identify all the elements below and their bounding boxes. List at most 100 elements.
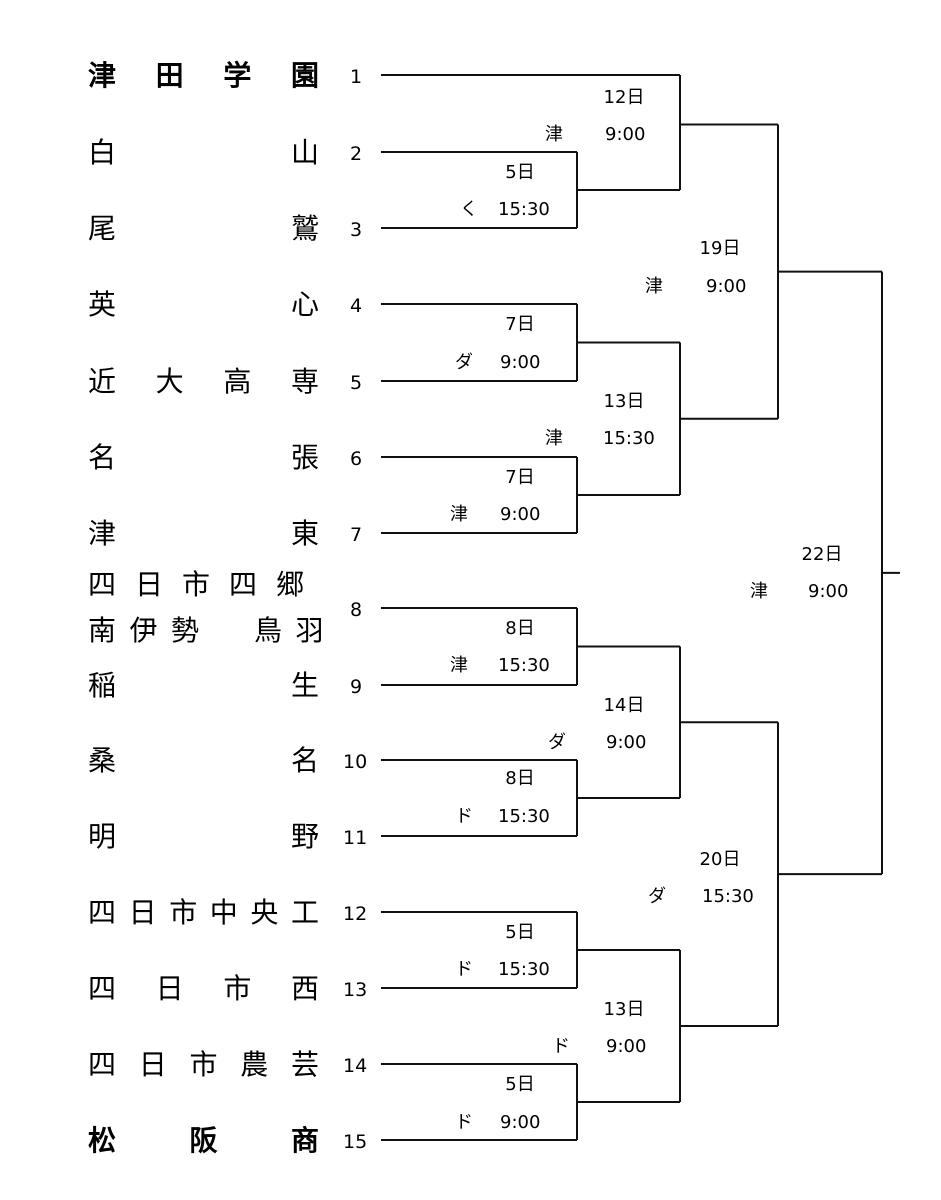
team-name-char: 四	[88, 1048, 116, 1081]
match-day: 14日	[604, 695, 645, 716]
match-venue: ド	[552, 1036, 570, 1057]
match-day: 13日	[604, 391, 645, 412]
match-time: 9:00	[606, 1036, 646, 1057]
seed-number: 13	[343, 979, 367, 1001]
match-time: 15:30	[603, 428, 655, 449]
match-time: 15:30	[498, 199, 550, 220]
team-name-char: 農	[240, 1048, 268, 1081]
team-name-char: 商	[291, 1124, 319, 1157]
match-day: 8日	[505, 768, 534, 789]
match-day: 5日	[505, 922, 534, 943]
team-name-char: 生	[291, 669, 319, 702]
seed-number: 2	[350, 143, 362, 165]
match-time: 15:30	[702, 886, 754, 907]
team-name-char: 津	[88, 517, 116, 550]
team-name-char: 西	[291, 972, 319, 1005]
match-venue: 津	[545, 124, 563, 145]
match-time: 9:00	[808, 581, 848, 602]
team-name-char: 白	[88, 136, 116, 169]
team-name-char: 日	[139, 1048, 167, 1081]
team-name-char: 芸	[291, 1048, 319, 1081]
match-venue: ダ	[548, 732, 566, 753]
team-name-char: 四	[229, 568, 257, 601]
team-name-char: 市	[223, 972, 251, 1005]
seed-number: 3	[350, 219, 362, 241]
match-time: 9:00	[605, 124, 645, 145]
team-name-char: 高	[223, 365, 251, 398]
seed-number: 11	[343, 827, 367, 849]
match-time: 15:30	[498, 959, 550, 980]
match-venue: ド	[455, 1112, 473, 1133]
team-name-char: 専	[291, 365, 319, 398]
team-name-char: 大	[156, 365, 184, 398]
match-venue: ド	[455, 806, 473, 827]
team-name-char: 市	[182, 568, 210, 601]
team-name-char: 央	[250, 896, 278, 929]
seed-number: 5	[350, 372, 362, 394]
match-day: 7日	[505, 314, 534, 335]
team-name-char: 園	[291, 59, 319, 92]
match-day: 20日	[700, 849, 741, 870]
match-time: 15:30	[498, 655, 550, 676]
team-name-char: 日	[135, 568, 163, 601]
match-time: 9:00	[606, 732, 646, 753]
team-name-char: 日	[156, 972, 184, 1005]
team-name-char: 学	[223, 59, 251, 92]
team-name-char: 張	[291, 441, 319, 474]
seed-number: 12	[343, 903, 367, 925]
team-name-char: 東	[291, 517, 319, 550]
team-name-char: 四	[88, 972, 116, 1005]
match-venue: ダ	[455, 352, 473, 373]
team-name-char: 尾	[88, 212, 116, 245]
team-name-char: 勢	[171, 614, 199, 647]
seed-number: 10	[343, 751, 367, 773]
team-name-char: 稲	[88, 669, 116, 702]
team-name-char: 野	[291, 820, 319, 853]
match-day: 13日	[604, 999, 645, 1020]
seed-number: 1	[350, 66, 362, 88]
team-name-char: 工	[291, 896, 319, 929]
seed-number: 15	[343, 1131, 367, 1153]
match-day: 5日	[505, 162, 534, 183]
team-name-char: 伊	[129, 614, 157, 647]
team-name-char: 中	[210, 896, 238, 929]
match-venue: 津	[450, 655, 468, 676]
match-venue: 津	[450, 504, 468, 525]
seed-number: 6	[350, 448, 362, 470]
match-venue: く	[460, 199, 478, 220]
match-venue: ダ	[648, 886, 666, 907]
team-name-char: 桑	[88, 744, 116, 777]
seed-number: 8	[350, 599, 362, 621]
team-name-char: 津	[88, 59, 116, 92]
seed-number: 4	[350, 295, 362, 317]
match-day: 7日	[505, 467, 534, 488]
match-day: 22日	[802, 544, 843, 565]
match-time: 9:00	[500, 1112, 540, 1133]
team-name-char: 心	[291, 288, 319, 321]
seed-number: 9	[350, 676, 362, 698]
match-day: 19日	[700, 238, 741, 259]
match-time: 15:30	[498, 806, 550, 827]
match-day: 12日	[604, 87, 645, 108]
team-name-char: 郷	[276, 568, 304, 601]
match-venue: ド	[455, 959, 473, 980]
team-name-char: 市	[169, 896, 197, 929]
team-name-char: 松	[88, 1124, 116, 1157]
match-time: 9:00	[706, 276, 746, 297]
team-name-char: 市	[189, 1048, 217, 1081]
team-name-char: 阪	[189, 1124, 217, 1157]
match-time: 9:00	[500, 504, 540, 525]
team-name-char: 明	[88, 820, 116, 853]
team-name-char: 近	[88, 365, 116, 398]
team-name-char: 山	[291, 136, 319, 169]
team-name-char: 羽	[295, 614, 323, 647]
team-name-char: 四	[88, 896, 116, 929]
seed-number: 14	[343, 1055, 367, 1077]
match-time: 9:00	[500, 352, 540, 373]
team-name-char: 四	[88, 568, 116, 601]
team-name-char: 日	[129, 896, 157, 929]
match-venue: 津	[750, 581, 768, 602]
team-name-char: 田	[156, 59, 184, 92]
match-day: 5日	[505, 1074, 534, 1095]
